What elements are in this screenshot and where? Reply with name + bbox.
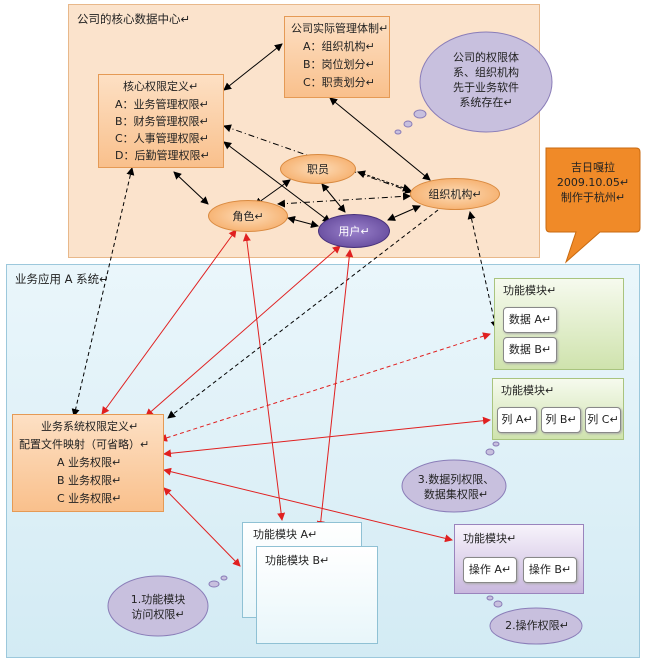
link-user-to-business-permission [145, 245, 341, 417]
link-role-to-business-permission [101, 229, 237, 415]
org-system-item-c: C：职责划分↵ [303, 76, 375, 89]
ops-chip-b: 操作 B↵ [523, 557, 577, 583]
staff-node: 职员 [280, 154, 356, 184]
module-b-title: 功能模块 B↵ [265, 554, 330, 567]
link-core-to-business-permission [71, 167, 135, 417]
link-user-to-org [387, 205, 421, 221]
author-note-line-1: 吉日嘎拉 [571, 161, 615, 174]
org-system-item-b: B：岗位划分↵ [303, 58, 375, 71]
org-note-text: 公司的权限体 系、组织机构 先于业务软件 系统存在↵ [430, 50, 542, 110]
org-node: 组织机构↵ [410, 178, 500, 210]
link-core-to-role [173, 171, 209, 205]
core-permission-item-d: D：后勤管理权限↵ [115, 149, 210, 162]
author-callout-shape [545, 147, 641, 264]
cloud-data-permission [401, 441, 507, 513]
module-a-title: 功能模块 A↵ [253, 528, 318, 541]
org-label: 组织机构↵ [428, 188, 482, 201]
org-system-title: 公司实际管理体制↵ [291, 22, 389, 35]
org-note-line-3: 先于业务软件 [453, 81, 519, 94]
link-role-to-module-a [242, 233, 286, 521]
core-permission-item-a: A：业务管理权限↵ [115, 98, 209, 111]
link-role-to-user [287, 215, 319, 229]
module-b-box: 功能模块 B↵ [256, 546, 378, 644]
author-note-text: 吉日嘎拉 2009.10.05↵ 制作于杭州↵ [550, 160, 636, 205]
data-chip-a: 数据 A↵ [503, 307, 557, 333]
operation-permission-line-1: 2.操作权限↵ [505, 619, 569, 632]
column-module-title: 功能模块↵ [501, 384, 555, 397]
data-chip-b: 数据 B↵ [503, 337, 557, 363]
data-permission-line-1: 3.数据列权限、 [417, 473, 495, 486]
core-permission-item-c: C：人事管理权限↵ [115, 132, 209, 145]
link-staff-to-org [357, 170, 411, 192]
author-note-line-2: 2009.10.05↵ [556, 176, 630, 189]
role-label: 角色↵ [232, 210, 264, 223]
module-access-line-1: 1.功能模块 [130, 593, 186, 606]
link-permission-to-module-ab [163, 487, 241, 567]
link-permission-to-column-module [163, 416, 491, 458]
link-org-system-to-org [329, 97, 431, 181]
link-staff-to-user [321, 183, 346, 213]
core-data-center-title: 公司的核心数据中心↵ [77, 12, 191, 26]
business-permission-c: C 业务权限↵ [57, 492, 122, 505]
business-permission-box: 业务系统权限定义↵ 配置文件映射（可省略）↵ A 业务权限↵ B 业务权限↵ C… [12, 414, 164, 512]
user-node: 用户↵ [318, 214, 390, 248]
org-note-line-4: 系统存在↵ [459, 96, 513, 109]
column-chip-b: 列 B↵ [541, 407, 581, 433]
org-note-line-2: 系、组织机构 [453, 66, 519, 79]
ops-module-title: 功能模块↵ [463, 532, 517, 545]
link-permission-to-data-module [159, 332, 491, 442]
business-permission-b: B 业务权限↵ [57, 474, 122, 487]
org-system-item-a: A：组织机构↵ [303, 40, 375, 53]
ops-chip-a: 操作 A↵ [463, 557, 517, 583]
org-system-box: 公司实际管理体制↵ A：组织机构↵ B：岗位划分↵ C：职责划分↵ [284, 16, 390, 98]
link-org-to-data-module [467, 211, 499, 329]
data-module-title: 功能模块↵ [503, 284, 557, 297]
link-permission-to-ops-module [163, 467, 453, 543]
cloud-operation-permission [486, 595, 583, 645]
org-note-line-1: 公司的权限体 [453, 51, 519, 64]
link-org-to-business-permission [167, 209, 439, 419]
role-node: 角色↵ [208, 200, 288, 232]
ops-module-box: 功能模块↵ 操作 A↵ 操作 B↵ [454, 524, 584, 594]
column-module-box: 功能模块↵ 列 A↵ 列 B↵ 列 C↵ [492, 378, 624, 440]
link-role-to-org [277, 192, 411, 208]
data-permission-note: 3.数据列权限、 数据集权限↵ [404, 472, 508, 502]
link-user-to-module-b [316, 249, 354, 529]
operation-permission-note: 2.操作权限↵ [494, 618, 580, 633]
core-permission-box: 核心权限定义↵ A：业务管理权限↵ B：财务管理权限↵ C：人事管理权限↵ D：… [98, 74, 224, 168]
business-permission-mapping: 配置文件映射（可省略）↵ [19, 438, 150, 451]
data-module-box: 功能模块↵ 数据 A↵ 数据 B↵ [494, 278, 624, 370]
module-access-line-2: 访问权限↵ [131, 608, 185, 621]
column-chip-a: 列 A↵ [497, 407, 537, 433]
module-access-note: 1.功能模块 访问权限↵ [110, 592, 206, 622]
business-permission-title: 业务系统权限定义↵ [41, 420, 139, 433]
core-permission-item-b: B：财务管理权限↵ [115, 115, 209, 128]
column-chip-c: 列 C↵ [585, 407, 621, 433]
cloud-org-note [394, 31, 553, 135]
author-note-line-3: 制作于杭州↵ [560, 191, 626, 204]
business-permission-a: A 业务权限↵ [57, 456, 122, 469]
user-label: 用户↵ [338, 225, 370, 238]
cloud-module-access [107, 575, 228, 637]
core-permission-title: 核心权限定义↵ [123, 80, 199, 93]
link-core-to-org-system [223, 43, 283, 91]
staff-label: 职员 [307, 163, 329, 176]
data-permission-line-2: 数据集权限↵ [423, 488, 489, 501]
